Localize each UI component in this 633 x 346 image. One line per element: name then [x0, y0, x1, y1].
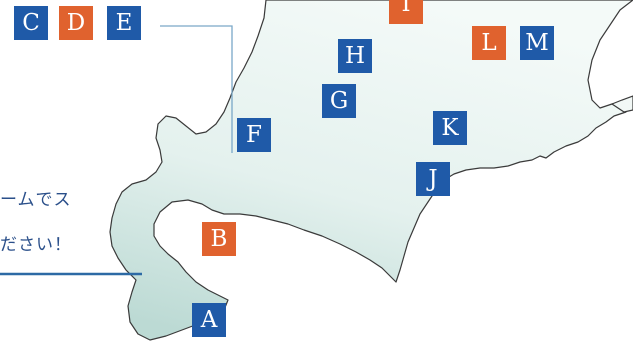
marker-l[interactable]: L [472, 26, 506, 60]
marker-g-label: G [329, 87, 349, 114]
land-east-island [610, 95, 633, 113]
leader-line-cde [160, 25, 233, 153]
marker-c-label: C [22, 9, 40, 36]
marker-j-label: J [428, 165, 438, 192]
marker-c[interactable]: C [14, 6, 48, 40]
marker-k-label: K [441, 114, 459, 141]
marker-b[interactable]: B [202, 222, 236, 256]
marker-i-label: I [401, 0, 411, 17]
marker-k[interactable]: K [433, 111, 467, 145]
marker-f[interactable]: F [237, 118, 271, 152]
marker-d-label: D [66, 9, 86, 36]
callout-line-1: ームでス [0, 190, 72, 210]
callout-line-2: ださい！ [0, 235, 72, 255]
marker-a[interactable]: A [192, 303, 226, 337]
marker-a-label: A [200, 306, 218, 333]
marker-h[interactable]: H [338, 39, 372, 73]
marker-l-label: L [481, 29, 497, 56]
marker-d[interactable]: D [59, 6, 93, 40]
marker-j[interactable]: J [416, 162, 450, 196]
marker-h-label: H [344, 42, 366, 69]
land-mainland [109, 0, 633, 341]
marker-f-label: F [246, 121, 262, 148]
marker-m-label: M [525, 29, 549, 56]
marker-i[interactable]: I [389, 0, 423, 24]
marker-g[interactable]: G [322, 84, 356, 118]
marker-e-label: E [115, 9, 133, 36]
marker-m[interactable]: M [520, 26, 554, 60]
marker-b-label: B [210, 225, 228, 252]
marker-e[interactable]: E [107, 6, 141, 40]
